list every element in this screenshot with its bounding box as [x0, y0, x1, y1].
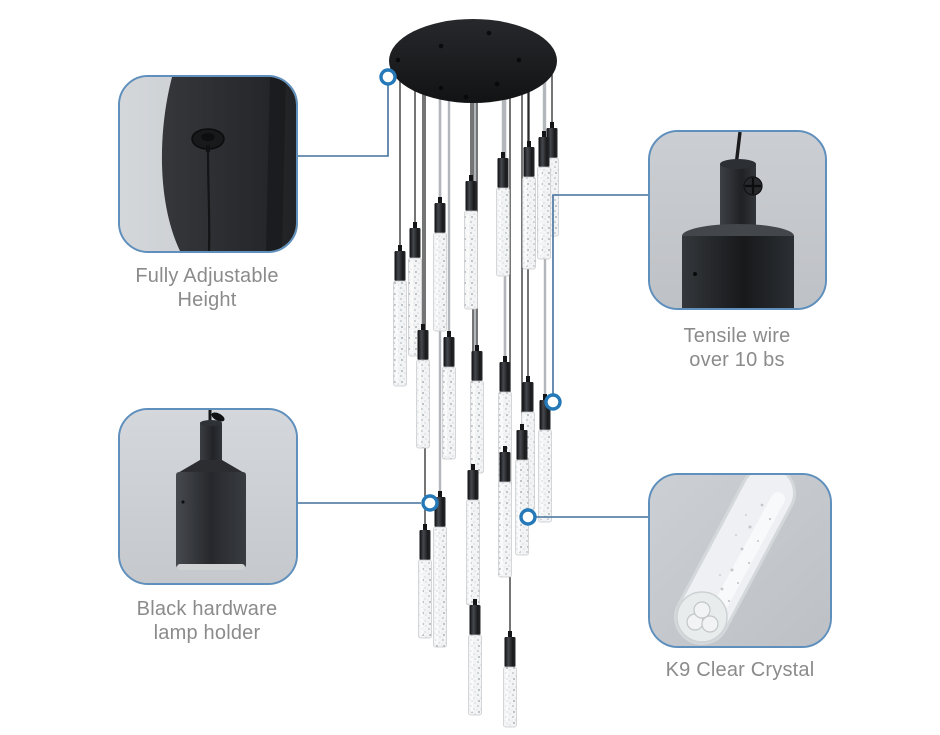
pendant — [498, 356, 512, 488]
pendant — [418, 524, 432, 639]
pendant — [522, 141, 536, 270]
pendant — [433, 491, 447, 648]
pendant — [466, 464, 480, 606]
pendant — [538, 394, 552, 523]
connector-dot — [519, 508, 537, 526]
callout-box-fully-adjustable-height — [118, 75, 298, 253]
pendant — [537, 131, 551, 260]
callout-photo-canopy-closeup — [120, 77, 296, 251]
pendant — [503, 631, 517, 728]
pendant — [545, 122, 559, 237]
pendant — [498, 446, 512, 578]
label-line: Height — [177, 289, 237, 311]
pendant — [496, 152, 510, 277]
callout-photo-crystal-closeup — [650, 475, 830, 646]
connector-dot — [544, 393, 562, 411]
pendant-wires — [399, 67, 553, 641]
pendant — [521, 376, 535, 511]
label-line: over 10 bs — [689, 349, 785, 371]
callout-box-k9-crystal — [648, 473, 832, 648]
callout-box-lamp-holder — [118, 408, 298, 585]
callout-label-tensile-wire: Tensile wire over 10 bs — [637, 324, 837, 372]
label-line: Fully Adjustable — [135, 265, 279, 287]
pendant-lights — [393, 122, 559, 728]
pendant — [470, 345, 484, 474]
pendant — [515, 424, 529, 556]
callout-photo-wire-holder-closeup — [650, 132, 825, 308]
pendant — [433, 197, 447, 332]
pendant — [442, 331, 456, 460]
callout-photo-lamp-holder-closeup — [120, 410, 296, 583]
pendant — [393, 245, 407, 387]
pendant — [416, 324, 430, 449]
pendant — [468, 599, 482, 716]
callout-label-fully-adjustable-height: Fully Adjustable Height — [92, 264, 322, 312]
label-line: Black hardware — [136, 598, 278, 620]
connector-dot — [379, 68, 397, 86]
callout-label-lamp-holder: Black hardware lamp holder — [92, 597, 322, 645]
callout-connector-lines — [297, 68, 648, 526]
pendant — [408, 222, 422, 357]
callout-box-tensile-wire — [648, 130, 827, 310]
label-line: K9 Clear Crystal — [665, 659, 815, 681]
ceiling-canopy — [389, 19, 557, 103]
connector-line — [297, 84, 389, 157]
pendant — [464, 175, 478, 310]
label-line: Tensile wire — [683, 325, 791, 347]
connector-line — [552, 194, 648, 394]
callout-label-k9-crystal: K9 Clear Crystal — [627, 658, 853, 682]
label-line: lamp holder — [153, 622, 261, 644]
connector-dot — [421, 494, 439, 512]
